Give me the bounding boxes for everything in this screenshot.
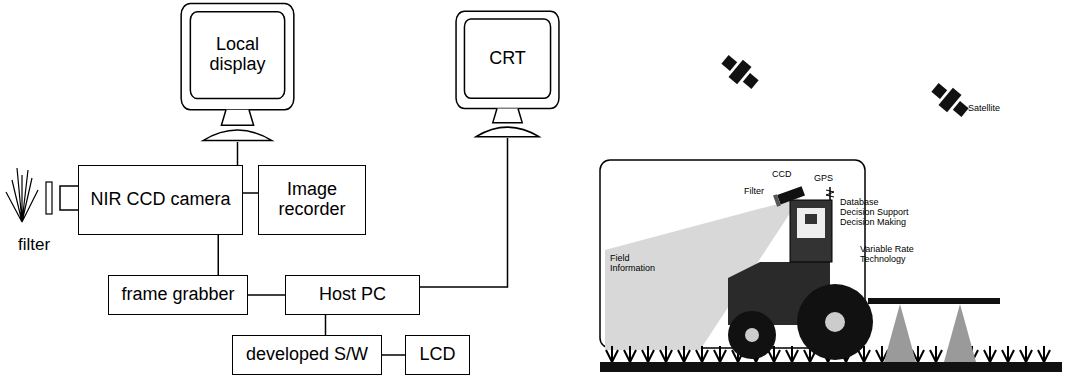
camera-lens bbox=[60, 186, 79, 210]
note-label: Field Information bbox=[610, 254, 670, 274]
host-pc-box: Host PC bbox=[285, 275, 420, 315]
connector-line bbox=[382, 354, 405, 356]
satellite-icon bbox=[718, 51, 762, 93]
grabber-box: frame grabber bbox=[108, 275, 248, 315]
recorder-box: Image recorder bbox=[258, 165, 366, 235]
ground bbox=[600, 362, 1062, 372]
lcd-box: LCD bbox=[405, 335, 470, 375]
connector-line bbox=[243, 192, 258, 194]
monitor-screen: CRT bbox=[466, 20, 550, 97]
node-text: Image recorder bbox=[264, 180, 360, 220]
note-label: Decision Making bbox=[840, 218, 906, 228]
display-monitor: Local display bbox=[180, 2, 295, 142]
connector-line bbox=[248, 294, 285, 296]
node-text: LCD bbox=[419, 345, 455, 365]
note-label: Variable Rate Technology bbox=[860, 245, 932, 265]
plant-icon bbox=[6, 168, 38, 222]
tractor bbox=[728, 185, 1000, 362]
part-label: filter bbox=[18, 236, 50, 255]
camera-box: NIR CCD camera bbox=[78, 165, 243, 235]
node-text: CRT bbox=[489, 49, 526, 69]
part-label: GPS bbox=[814, 174, 833, 184]
node-text: NIR CCD camera bbox=[90, 190, 230, 210]
node-text: Host PC bbox=[319, 285, 386, 305]
satellite-icon bbox=[928, 79, 972, 121]
part-label: CCD bbox=[772, 170, 792, 180]
monitor-outline bbox=[455, 10, 560, 138]
note-label: Database bbox=[840, 198, 879, 208]
node-text: Local display bbox=[192, 35, 284, 75]
connector-line bbox=[218, 235, 220, 275]
note-label: Decision Support bbox=[840, 208, 909, 218]
crt-monitor: CRT bbox=[455, 10, 560, 138]
node-text: developed S/W bbox=[246, 345, 368, 365]
connector-line bbox=[420, 138, 508, 287]
connector-line bbox=[325, 315, 327, 335]
satellite-label: Satellite bbox=[968, 104, 1000, 114]
part-label: Filter bbox=[744, 187, 764, 197]
node-text: frame grabber bbox=[121, 285, 234, 305]
software-box: developed S/W bbox=[232, 335, 382, 375]
connector-line bbox=[237, 142, 239, 165]
monitor-screen: Local display bbox=[192, 13, 284, 97]
filter-plate bbox=[46, 182, 52, 214]
